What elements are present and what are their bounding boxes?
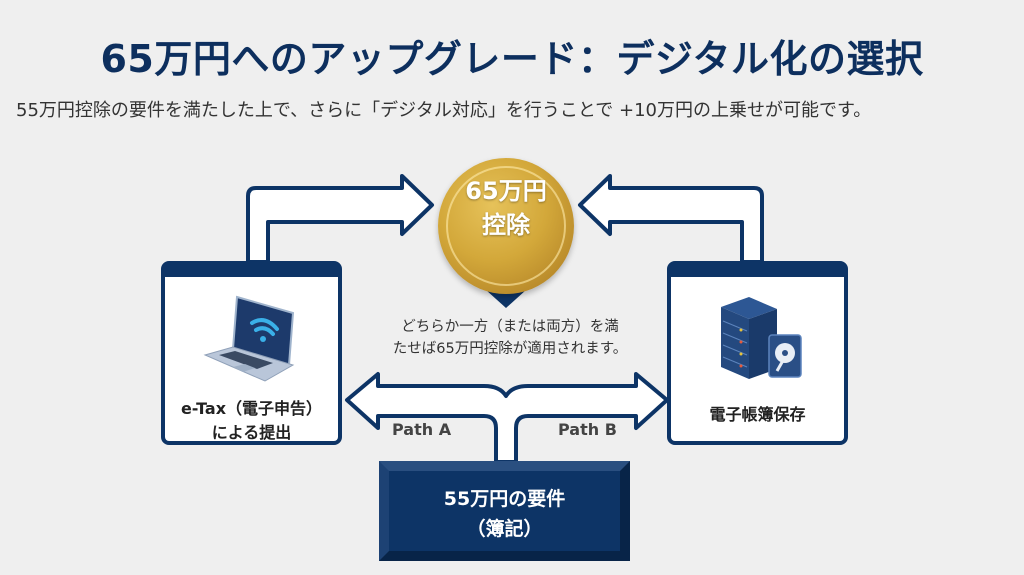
- laptop-wifi-icon: [203, 295, 295, 382]
- base-requirement-box: 55万円の要件 （簿記）: [379, 461, 630, 561]
- page-title: 65万円へのアップグレード：デジタル化の選択: [100, 37, 924, 81]
- base-line1: 55万円の要件: [443, 488, 566, 510]
- option-label-ebook: 電子帳簿保存: [671, 403, 844, 427]
- goal-coin: 65万円 控除: [438, 158, 574, 294]
- option-label-line: e-Tax（電子申告）: [180, 399, 323, 418]
- option-label-etax: e-Tax（電子申告） による提出: [165, 397, 338, 445]
- path-b-label: Path B: [558, 420, 617, 439]
- note-line: どちらか一方（または両方）を満: [401, 319, 619, 335]
- split-arrow: [345, 372, 669, 464]
- option-label-line: 電子帳簿保存: [709, 405, 806, 424]
- note-line: たせば65万円控除が適用されます。: [392, 341, 628, 357]
- goal-amount: 65万円: [465, 177, 547, 205]
- coin-rim: [446, 166, 566, 286]
- server-harddisk-icon: [721, 297, 802, 379]
- arrow-ebook-to-goal: [578, 174, 764, 264]
- path-a-label: Path A: [392, 420, 452, 439]
- arrow-etax-to-goal: [246, 174, 434, 264]
- option-card-etax: e-Tax（電子申告） による提出: [161, 261, 342, 445]
- option-card-ebook: 電子帳簿保存: [667, 261, 848, 445]
- goal-label: 控除: [482, 211, 530, 239]
- page-subtitle: 55万円控除の要件を満たした上で、さらに「デジタル対応」を行うことで +10万円…: [16, 100, 872, 121]
- base-line2: （簿記）: [466, 518, 543, 540]
- option-label-line: による提出: [211, 423, 292, 442]
- condition-note: どちらか一方（または両方）を満 たせば65万円控除が適用されます。: [360, 316, 660, 360]
